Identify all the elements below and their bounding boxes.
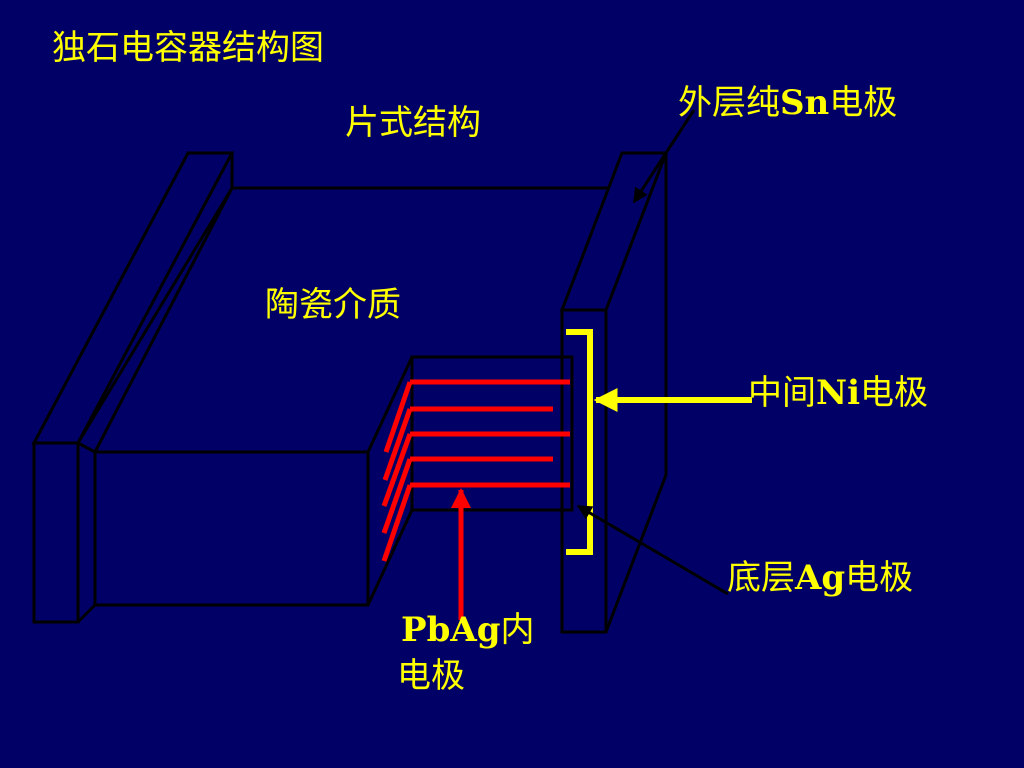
- inner-electrode-layer-3: [381, 431, 570, 507]
- inner-electrode-layer-2: [382, 406, 553, 481]
- dielectric-label: 陶瓷介质: [265, 285, 401, 325]
- inner-electrode-layer-5: [381, 482, 570, 562]
- pbag-inner-electrode-label-line2: 电极: [397, 656, 465, 696]
- base-electrode-post: 电极: [845, 558, 914, 598]
- ceramic-body: [31, 151, 669, 634]
- inner-electrode-post: 内: [500, 610, 535, 650]
- inner-electrode-sym: PbAg: [401, 610, 501, 650]
- mid-electrode-pre: 中间: [748, 373, 816, 413]
- sn-electrode-arrow: [632, 109, 696, 204]
- pbag-inner-electrode-label: PbAg内: [401, 610, 535, 650]
- inner-electrodes: [381, 379, 570, 562]
- outer-electrode-pre: 外层纯: [678, 83, 780, 123]
- ag-electrode-arrow: [576, 504, 729, 596]
- base-ag-electrode-label: 底层Ag电极: [727, 558, 913, 598]
- slide-subtitle: 片式结构: [345, 103, 481, 143]
- outer-electrode-sym: Sn: [780, 83, 830, 123]
- outer-sn-electrode-label: 外层纯Sn电极: [678, 83, 897, 123]
- inner-electrode-layer-1: [383, 379, 570, 453]
- mid-electrode-sym: Ni: [816, 373, 860, 413]
- inner-electrode-layer-4: [381, 456, 553, 534]
- middle-ni-electrode-label: 中间Ni电极: [748, 373, 928, 413]
- base-electrode-pre: 底层: [727, 558, 795, 598]
- mid-electrode-post: 电极: [860, 373, 928, 413]
- ni-electrode-bracket: [566, 329, 593, 555]
- base-electrode-sym: Ag: [795, 558, 846, 598]
- slide-title: 独石电容器结构图: [52, 28, 324, 68]
- outer-electrode-post: 电极: [829, 83, 898, 123]
